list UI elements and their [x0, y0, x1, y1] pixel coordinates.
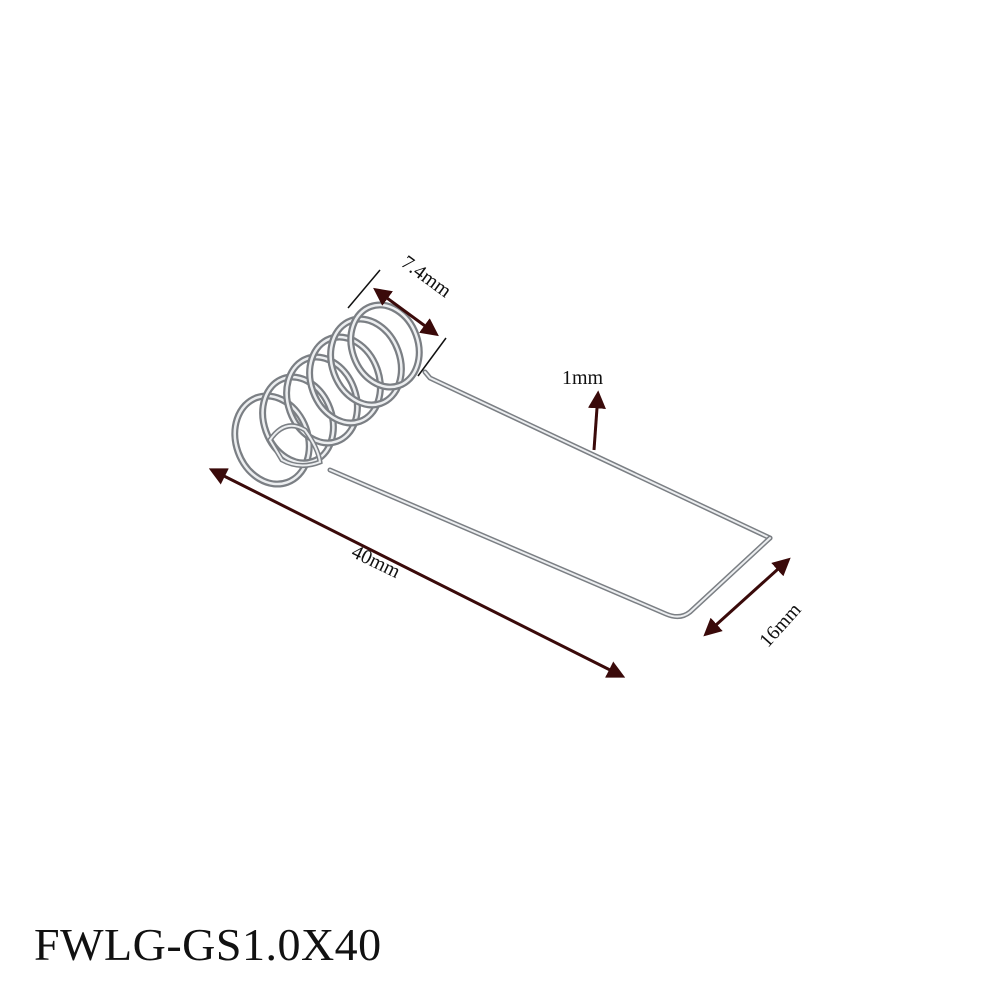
length-label: 40mm [348, 541, 404, 583]
width-arrow [703, 557, 791, 637]
model-code: FWLG-GS1.0X40 [34, 919, 382, 970]
coil-diameter-label: 7.4mm [397, 251, 456, 302]
wire-diameter-label: 1mm [562, 367, 604, 389]
spring-wire [327, 369, 773, 620]
coil-spring [231, 301, 423, 488]
length-arrow [208, 468, 626, 678]
wire-diameter-arrow [587, 390, 606, 451]
wire-diameter-dimension: 1mm [562, 367, 606, 451]
width-dimension: 16mm [703, 557, 806, 652]
coil-diameter-arrow [373, 287, 439, 337]
width-label: 16mm [755, 599, 806, 652]
length-dimension: 40mm [208, 468, 626, 678]
lower-leg [327, 467, 773, 620]
